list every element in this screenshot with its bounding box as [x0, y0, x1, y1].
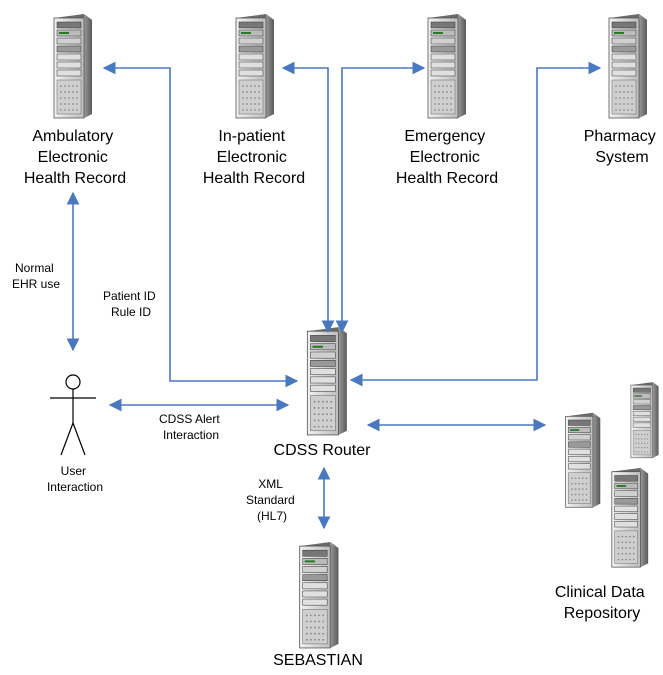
label-user-line-1: User	[61, 464, 86, 478]
edge-label-xml-standard-line-3: (HL7)	[257, 509, 287, 523]
edge-label-xml-standard: XML Standard (HL7)	[246, 477, 298, 523]
label-repository-line-1: Clinical Data	[555, 584, 645, 601]
label-inpatient-line-3: Health Record	[203, 170, 305, 187]
label-cdss-router: CDSS Router	[274, 442, 372, 459]
label-inpatient-line-1: In-patient	[218, 128, 285, 145]
server-icon-repository-3	[611, 467, 649, 568]
edge-label-cdss-alert-line-2: Interaction	[163, 428, 219, 442]
label-ambulatory-line-2: Electronic	[38, 149, 108, 166]
edge-label-patient-rule-line-1: Patient ID	[103, 289, 156, 303]
label-emergency-line-2: Electronic	[410, 149, 480, 166]
server-icon-pharmacy	[608, 13, 648, 119]
server-icon-cdss-router	[306, 326, 348, 436]
server-icon-repository-2	[565, 412, 601, 508]
label-sebastian: SEBASTIAN	[273, 652, 363, 669]
label-ambulatory-line-1: Ambulatory	[32, 128, 113, 145]
label-user-line-2: Interaction	[47, 480, 103, 494]
edge-label-normal-ehr: Normal EHR use	[12, 261, 60, 291]
label-ambulatory: Ambulatory Electronic Health Record	[24, 128, 126, 187]
edge-label-xml-standard-line-2: Standard	[246, 493, 295, 507]
label-ambulatory-line-3: Health Record	[24, 170, 126, 187]
connector-inpatient-router	[281, 61, 335, 334]
edge-label-patient-rule: Patient ID Rule ID	[103, 289, 159, 319]
connector-emergency-router	[335, 61, 426, 334]
server-icon-repository-1	[630, 381, 659, 459]
edge-label-normal-ehr-line-2: EHR use	[12, 277, 60, 291]
label-pharmacy: Pharmacy System	[584, 128, 660, 166]
label-repository-line-2: Repository	[564, 605, 640, 622]
edge-label-patient-rule-line-2: Rule ID	[111, 305, 151, 319]
label-pharmacy-line-1: Pharmacy	[584, 128, 656, 145]
edge-label-xml-standard-line-1: XML	[258, 477, 283, 491]
server-icon-sebastian	[299, 541, 339, 649]
user-figure-icon	[50, 374, 96, 456]
server-icon-ambulatory	[53, 13, 93, 119]
label-emergency: Emergency Electronic Health Record	[396, 128, 498, 187]
server-icon-emergency	[427, 13, 467, 119]
label-emergency-line-3: Health Record	[396, 170, 498, 187]
label-inpatient-line-2: Electronic	[217, 149, 287, 166]
label-repository: Clinical Data Repository	[555, 584, 649, 622]
label-emergency-line-1: Emergency	[404, 128, 485, 145]
edge-label-cdss-alert-line-1: CDSS Alert	[159, 412, 220, 426]
label-user: User Interaction	[47, 464, 103, 494]
server-icon-inpatient	[235, 13, 275, 119]
label-pharmacy-line-2: System	[595, 149, 648, 166]
connector-pharmacy-router	[349, 61, 602, 387]
edge-label-cdss-alert: CDSS Alert Interaction	[159, 412, 223, 442]
connector-ambulatory-router	[102, 61, 299, 388]
edge-label-normal-ehr-line-1: Normal	[15, 261, 54, 275]
label-inpatient: In-patient Electronic Health Record	[203, 128, 305, 187]
